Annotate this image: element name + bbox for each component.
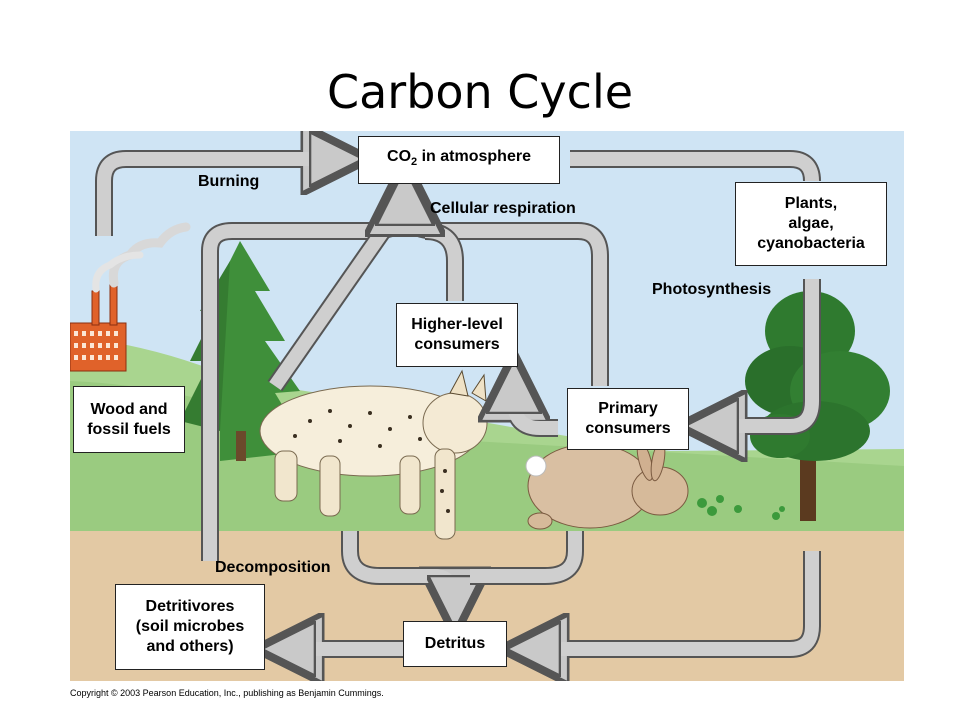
primary-line2: consumers [585, 420, 671, 437]
burning-label: Burning [198, 173, 260, 190]
detritivores-line1: Detritivores [145, 598, 235, 615]
higher-line1: Higher-level [411, 316, 503, 333]
co2-subscript: 2 [411, 156, 418, 169]
co2-label: CO2 in atmosphere [387, 147, 531, 172]
slide-title: Carbon Cycle [326, 65, 634, 119]
detritivores-line3: and others) [146, 638, 234, 655]
detritivores-line2: (soil microbes [135, 618, 245, 635]
plants-line3: cyanobacteria [757, 235, 865, 252]
flow-arrows [95, 159, 821, 649]
plants-line1: Plants, [784, 195, 838, 212]
wood-line1: Wood and [90, 400, 168, 418]
carbon-cycle-diagram: CO2 in atmosphere Plants, algae, cyanoba… [70, 131, 904, 681]
photosynthesis-label: Photosynthesis [652, 281, 772, 298]
co2-formula: CO [387, 148, 412, 166]
cellular-respiration-label: Cellular respiration [430, 200, 576, 217]
higher-consumers-box: Higher-level consumers [396, 303, 518, 367]
plants-line2: algae, [788, 215, 834, 232]
co2-atmosphere-box: CO2 in atmosphere [358, 136, 560, 184]
plants-box: Plants, algae, cyanobacteria [735, 182, 887, 266]
detritivores-box: Detritivores (soil microbes and others) [115, 584, 265, 670]
wood-fossil-fuels-box: Wood and fossil fuels [73, 386, 185, 453]
small-plants [697, 495, 785, 520]
co2-rest-text: in atmosphere [417, 148, 531, 166]
copyright-notice: Copyright © 2003 Pearson Education, Inc.… [70, 688, 384, 698]
higher-line2: consumers [414, 336, 500, 353]
factory-icon [70, 222, 191, 372]
detritus-box: Detritus [403, 621, 507, 667]
wood-line2: fossil fuels [87, 420, 171, 438]
primary-consumers-box: Primary consumers [567, 388, 689, 450]
rabbit-illustration [525, 440, 689, 530]
bobcat-illustration [259, 369, 488, 540]
detritus-label: Detritus [424, 635, 486, 652]
decomposition-label: Decomposition [215, 559, 331, 576]
primary-line1: Primary [598, 400, 658, 417]
